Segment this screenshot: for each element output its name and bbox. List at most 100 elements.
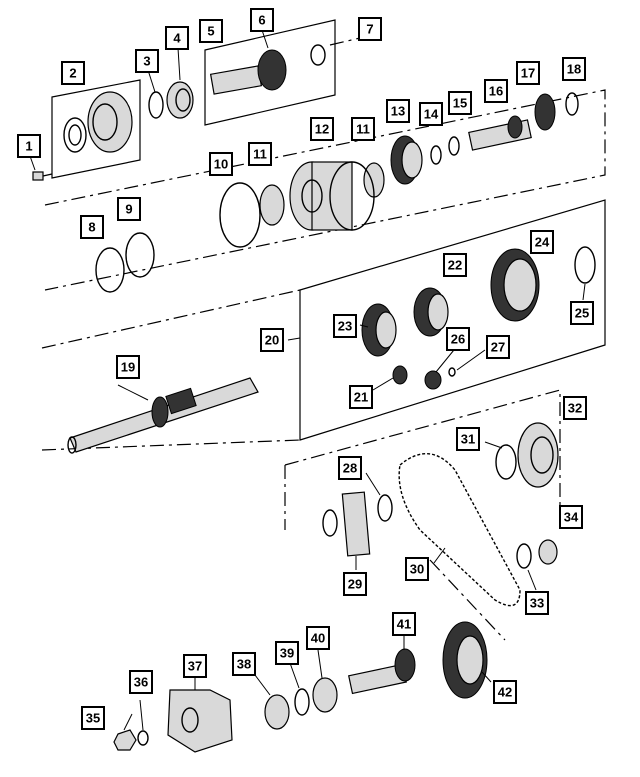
- part-snap-ring: [574, 246, 596, 284]
- svg-text:41: 41: [397, 617, 411, 632]
- part-snap-ring: [448, 136, 460, 156]
- part-snap-ring: [294, 688, 310, 716]
- callout-27: 27: [486, 335, 510, 359]
- callout-21: 21: [349, 385, 373, 409]
- callout-36: 36: [129, 670, 153, 694]
- svg-text:24: 24: [535, 235, 550, 250]
- part-o-ring: [219, 182, 261, 248]
- svg-text:16: 16: [489, 84, 503, 99]
- leader-lines: [29, 29, 586, 731]
- part-bearing: [538, 539, 558, 565]
- callout-2: 2: [61, 61, 85, 85]
- svg-text:17: 17: [521, 66, 535, 81]
- svg-text:10: 10: [214, 157, 228, 172]
- part-snap-ring: [495, 444, 517, 480]
- part-driven-sprocket: [442, 621, 488, 699]
- svg-text:14: 14: [424, 107, 439, 122]
- svg-text:25: 25: [575, 306, 589, 321]
- svg-text:7: 7: [366, 22, 373, 37]
- part-needle-bearing: [392, 365, 408, 385]
- callout-6: 6: [250, 8, 274, 32]
- part-gear: [413, 287, 449, 337]
- callout-33: 33: [525, 591, 549, 615]
- svg-text:15: 15: [453, 96, 467, 111]
- svg-text:30: 30: [410, 562, 424, 577]
- part-bearing: [166, 81, 194, 119]
- svg-text:11: 11: [253, 147, 267, 162]
- callout-11a: 11: [248, 142, 272, 166]
- callout-22: 22: [443, 253, 467, 277]
- part-gear: [390, 135, 423, 185]
- part-washer: [137, 730, 149, 746]
- callout-35: 35: [81, 706, 105, 730]
- svg-text:35: 35: [86, 711, 100, 726]
- callout-28: 28: [338, 456, 362, 480]
- svg-text:27: 27: [491, 340, 505, 355]
- svg-text:2: 2: [69, 66, 76, 81]
- callout-10: 10: [209, 152, 233, 176]
- svg-text:20: 20: [265, 333, 279, 348]
- part-needle-bearing: [341, 491, 371, 557]
- callout-15: 15: [448, 91, 472, 115]
- part-ring: [125, 232, 155, 278]
- svg-text:5: 5: [207, 24, 214, 39]
- callout-29: 29: [343, 572, 367, 596]
- part-bearing: [534, 93, 556, 131]
- callout-40: 40: [306, 626, 330, 650]
- svg-text:11: 11: [356, 122, 370, 137]
- part-bearing: [424, 370, 442, 390]
- svg-text:12: 12: [315, 122, 329, 137]
- part-seal: [264, 694, 290, 730]
- part-planetary-carrier: [289, 161, 375, 231]
- part-snap-ring: [322, 509, 338, 537]
- part-mainshaft: [67, 377, 259, 454]
- callout-7: 7: [358, 17, 382, 41]
- svg-text:40: 40: [311, 631, 325, 646]
- part-snap-ring: [516, 543, 532, 569]
- callout-26: 26: [446, 327, 470, 351]
- callout-16: 16: [484, 79, 508, 103]
- part-bolt: [32, 171, 53, 181]
- svg-text:29: 29: [348, 577, 362, 592]
- callout-1: 1: [17, 134, 41, 158]
- callout-39: 39: [275, 641, 299, 665]
- callout-23: 23: [333, 314, 357, 338]
- part-sun-gear-shaft: [468, 115, 532, 151]
- svg-text:37: 37: [188, 659, 202, 674]
- svg-text:21: 21: [354, 390, 368, 405]
- callout-25: 25: [570, 301, 594, 325]
- part-yoke: [167, 689, 233, 753]
- part-drive-sprocket: [517, 422, 559, 488]
- svg-text:32: 32: [568, 401, 582, 416]
- callout-41: 41: [392, 612, 416, 636]
- callout-14: 14: [419, 102, 443, 126]
- callout-34: 34: [559, 505, 583, 529]
- svg-text:1: 1: [25, 139, 32, 154]
- callout-42: 42: [493, 680, 517, 704]
- callout-32: 32: [563, 396, 587, 420]
- part-ring: [95, 247, 125, 293]
- svg-text:36: 36: [134, 675, 148, 690]
- callout-37: 37: [183, 654, 207, 678]
- svg-text:18: 18: [567, 62, 581, 77]
- part-nut: [113, 729, 137, 751]
- svg-text:42: 42: [498, 685, 512, 700]
- svg-text:13: 13: [391, 104, 405, 119]
- part-ring-gear: [490, 248, 540, 322]
- part-bearing-retainer: [63, 91, 133, 153]
- callout-12: 12: [310, 117, 334, 141]
- svg-text:3: 3: [143, 54, 150, 69]
- part-output-shaft: [209, 44, 326, 95]
- callout-18: 18: [562, 57, 586, 81]
- svg-text:22: 22: [448, 258, 462, 273]
- part-snap-ring: [565, 92, 579, 116]
- svg-text:39: 39: [280, 646, 294, 661]
- svg-text:38: 38: [237, 657, 251, 672]
- part-snap-ring: [377, 494, 393, 522]
- svg-text:26: 26: [451, 332, 465, 347]
- callout-5: 5: [199, 19, 223, 43]
- svg-text:28: 28: [343, 461, 357, 476]
- group-outlines: [41, 19, 606, 641]
- svg-text:33: 33: [530, 596, 544, 611]
- callout-13: 13: [386, 99, 410, 123]
